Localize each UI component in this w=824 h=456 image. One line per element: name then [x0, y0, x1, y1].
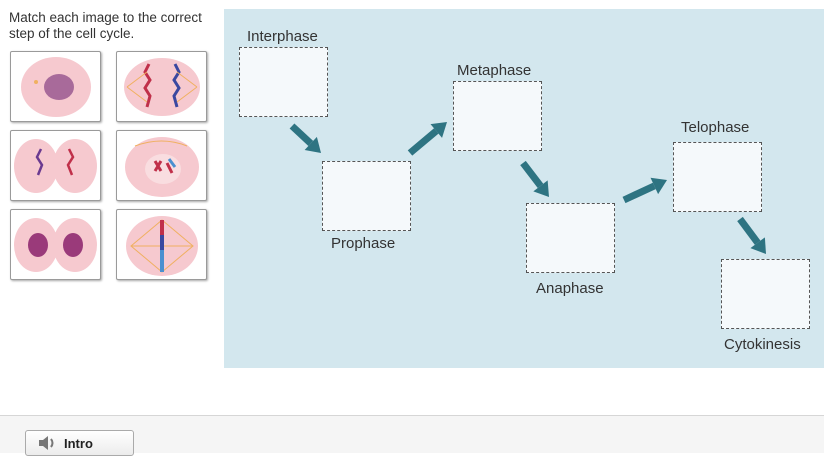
footer-bar: Intro — [0, 415, 824, 456]
intro-button[interactable]: Intro — [25, 430, 134, 456]
label-anaphase: Anaphase — [536, 280, 604, 297]
speaker-icon — [39, 436, 54, 450]
instructions: Match each image to the correct step of … — [9, 10, 202, 41]
cell-image-3[interactable] — [10, 130, 101, 201]
cell-image-5[interactable] — [10, 209, 101, 280]
prophase-cell-icon — [125, 137, 199, 197]
label-telophase: Telophase — [681, 119, 750, 136]
drop-zone-anaphase[interactable] — [526, 203, 615, 273]
interphase-cell-icon — [21, 57, 91, 117]
telophase-cell-icon — [14, 139, 97, 193]
drop-zone-interphase[interactable] — [239, 47, 328, 117]
cell-image-1[interactable] — [10, 51, 101, 122]
drop-zone-prophase[interactable] — [322, 161, 411, 231]
label-metaphase: Metaphase — [457, 62, 532, 79]
intro-label: Intro — [64, 435, 93, 451]
drop-zone-telophase[interactable] — [673, 142, 762, 212]
drop-zone-metaphase[interactable] — [453, 81, 542, 151]
cell-image-6[interactable] — [116, 209, 207, 280]
cell-image-2[interactable] — [116, 51, 207, 122]
label-prophase: Prophase — [331, 235, 396, 252]
metaphase-cell-icon — [126, 216, 198, 276]
drop-zone-cytokinesis[interactable] — [721, 259, 810, 329]
cytokinesis-cell-icon — [14, 218, 97, 272]
cell-image-4[interactable] — [116, 130, 207, 201]
anaphase-cell-icon — [124, 58, 200, 116]
label-cytokinesis: Cytokinesis — [724, 336, 801, 353]
label-interphase: Interphase — [247, 28, 318, 45]
